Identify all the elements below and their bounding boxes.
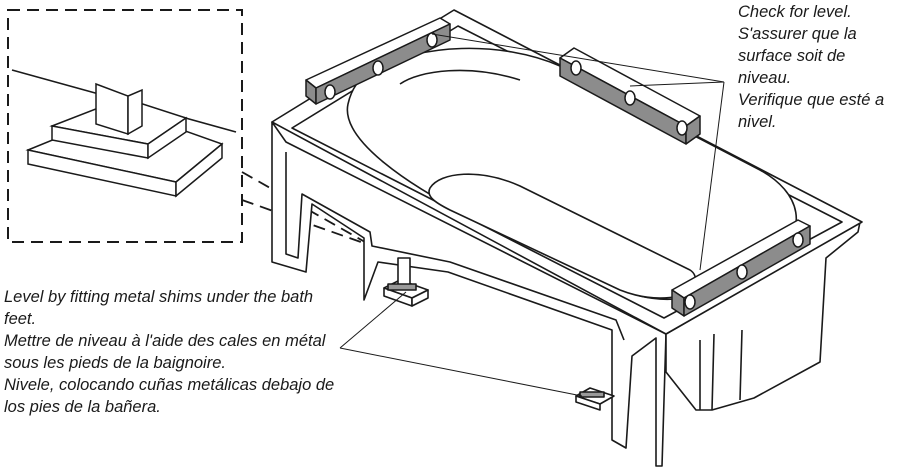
level-callout: Check for level. S'assurer que la surfac… (738, 1, 900, 133)
level-callout-fr: S'assurer que la surface soit de niveau. (738, 25, 857, 87)
inset-bath-foot (95, 82, 143, 136)
level-tool-left (305, 17, 451, 105)
tub-apron-side (665, 221, 861, 411)
tub-basin-contour (399, 69, 521, 85)
shim-detail-inset (7, 9, 243, 243)
level-tool-front (671, 219, 811, 317)
bathtub (271, 9, 863, 467)
level-callout-es: Verifique que esté a nivel. (738, 91, 885, 131)
level-leader-lines (431, 33, 725, 271)
shim-callout-fr: Mettre de niveau à l'aide des cales en m… (4, 332, 326, 372)
level-tool-right (559, 47, 701, 145)
tub-apron-recess (285, 152, 625, 341)
inset-connector-line (241, 171, 373, 247)
tub-apron-front (271, 121, 667, 467)
bath-foot-rear (575, 387, 615, 411)
shim-callout-es: Nivele, colocando cuñas metálicas debajo… (4, 376, 335, 416)
shim-leader-lines (339, 291, 583, 397)
shim-callout-en: Level by fitting metal shims under the b… (4, 288, 314, 328)
tub-side-ribs (699, 329, 743, 411)
shim-callout: Level by fitting metal shims under the b… (4, 286, 344, 418)
level-callout-en: Check for level. (738, 3, 852, 21)
